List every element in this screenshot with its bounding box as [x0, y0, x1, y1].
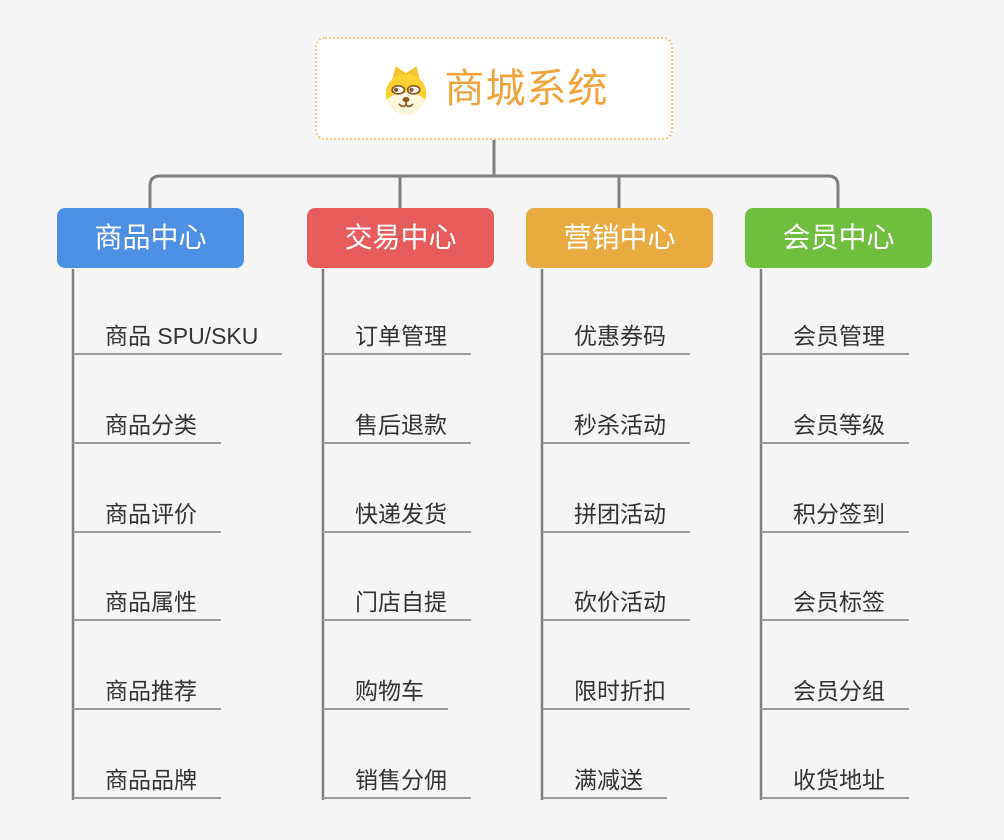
subtopic-node[interactable]: 砍价活动 — [542, 575, 690, 621]
branch-node-product-center[interactable]: 商品中心 — [57, 208, 244, 268]
dog-face-icon — [380, 63, 432, 115]
subtopic-node[interactable]: 会员管理 — [761, 309, 909, 355]
subtopic-node[interactable]: 购物车 — [323, 664, 448, 710]
subtopic-node[interactable]: 门店自提 — [323, 575, 471, 621]
subtopic-node[interactable]: 销售分佣 — [323, 753, 471, 799]
subtopic-node[interactable]: 商品属性 — [73, 575, 221, 621]
subtopic-node[interactable]: 商品推荐 — [73, 664, 221, 710]
subtopic-node[interactable]: 售后退款 — [323, 398, 471, 444]
subtopic-node[interactable]: 商品评价 — [73, 487, 221, 533]
subtopic-node[interactable]: 拼团活动 — [542, 487, 690, 533]
branch-node-label: 交易中心 — [344, 222, 457, 253]
branch-node-member-center[interactable]: 会员中心 — [745, 208, 932, 268]
tree-connector-lines — [148, 140, 840, 208]
branch-node-label: 营销中心 — [563, 222, 676, 253]
subtopic-node[interactable]: 限时折扣 — [542, 664, 690, 710]
root-node[interactable]: 商城系统 — [315, 37, 673, 140]
branch-node-trade-center[interactable]: 交易中心 — [307, 208, 494, 268]
subtopic-node[interactable]: 收货地址 — [761, 753, 909, 799]
subtopic-node[interactable]: 优惠券码 — [542, 309, 690, 355]
subtopic-node[interactable]: 秒杀活动 — [542, 398, 690, 444]
branch-node-label: 商品中心 — [94, 222, 207, 253]
subtopic-node[interactable]: 会员等级 — [761, 398, 909, 444]
branch-node-marketing-center[interactable]: 营销中心 — [526, 208, 713, 268]
root-node-label: 商城系统 — [444, 66, 609, 111]
subtopic-node[interactable]: 满减送 — [542, 753, 667, 799]
subtopic-node[interactable]: 商品分类 — [73, 398, 221, 444]
subtopic-node[interactable]: 会员标签 — [761, 575, 909, 621]
subtopic-node[interactable]: 快递发货 — [323, 487, 471, 533]
subtopic-node[interactable]: 订单管理 — [323, 309, 471, 355]
subtopic-node[interactable]: 商品品牌 — [73, 753, 221, 799]
subtopic-node[interactable]: 积分签到 — [761, 487, 909, 533]
subtopic-node[interactable]: 商品 SPU/SKU — [73, 309, 283, 355]
branch-node-label: 会员中心 — [782, 222, 895, 253]
subtopic-node[interactable]: 会员分组 — [761, 664, 909, 710]
